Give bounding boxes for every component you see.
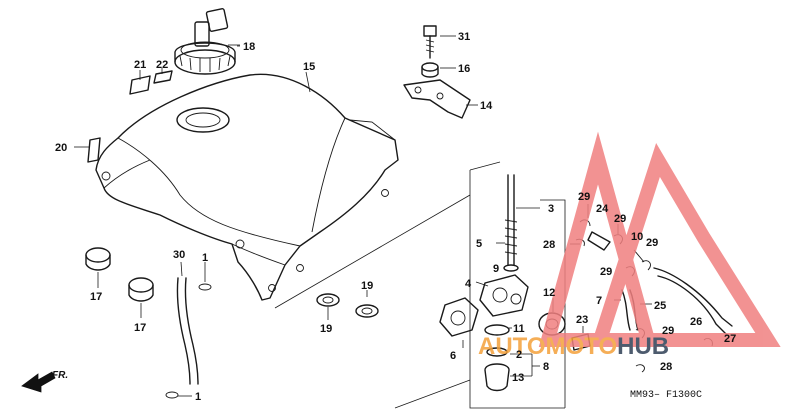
callout-26: 26 <box>690 316 702 328</box>
callout-30: 30 <box>173 249 185 261</box>
callout-6: 6 <box>450 350 456 362</box>
fuel-filler-cap <box>174 8 240 75</box>
callout-1-lower: 1 <box>195 391 201 403</box>
tank-emblems <box>74 68 173 163</box>
callout-14: 14 <box>480 100 493 112</box>
callout-29-d: 29 <box>600 266 612 278</box>
callout-13: 13 <box>512 372 524 384</box>
callout-1-upper: 1 <box>202 252 208 264</box>
callout-23: 23 <box>576 314 588 326</box>
callout-20: 20 <box>55 142 67 154</box>
watermark-text-dark: HUB <box>617 333 669 360</box>
callout-18: 18 <box>243 41 255 53</box>
watermark-triangle-right <box>590 143 781 347</box>
callout-31: 31 <box>458 31 470 43</box>
fuel-valve-assembly <box>439 174 591 392</box>
grommets <box>85 247 154 318</box>
callout-4: 4 <box>465 278 472 290</box>
callout-10: 10 <box>631 231 643 243</box>
damper-rubbers <box>316 290 379 320</box>
callout-11: 11 <box>513 323 525 335</box>
callout-12: 12 <box>543 287 555 299</box>
front-direction-indicator: FR. <box>21 370 68 393</box>
callout-labels: 18 21 22 15 20 31 16 14 3 5 9 4 17 17 30… <box>55 31 736 403</box>
callout-21: 21 <box>134 59 146 71</box>
drawing-code: MM93– F1300C <box>630 390 702 401</box>
callout-8: 8 <box>543 361 549 373</box>
callout-29-b: 29 <box>614 213 626 225</box>
mounting-hardware <box>403 25 478 119</box>
fuel-tank <box>95 73 399 301</box>
callout-22: 22 <box>156 59 168 71</box>
callout-25: 25 <box>654 300 666 312</box>
front-arrow-icon <box>21 371 56 393</box>
callout-15: 15 <box>303 61 315 73</box>
callout-2: 2 <box>516 349 522 361</box>
callout-5: 5 <box>476 238 482 250</box>
callout-17-lower: 17 <box>134 322 146 334</box>
callout-9: 9 <box>493 263 499 275</box>
callout-17-upper: 17 <box>90 291 102 303</box>
watermark-text: AUTOMOTOHUB <box>478 333 669 360</box>
watermark-text-accent: AUTOMOTO <box>478 333 617 360</box>
callout-29-e: 29 <box>662 325 674 337</box>
callout-3: 3 <box>548 203 554 215</box>
callout-28-upper: 28 <box>543 239 555 251</box>
callout-19-left: 19 <box>320 323 332 335</box>
callout-29-c: 29 <box>646 237 658 249</box>
callout-19-right: 19 <box>361 280 373 292</box>
fuel-hose <box>165 261 212 399</box>
front-direction-label: FR. <box>52 370 68 381</box>
callout-24: 24 <box>596 203 609 215</box>
callout-28-lower: 28 <box>660 361 672 373</box>
fuel-lines-and-clips <box>570 204 733 373</box>
callout-29-a: 29 <box>578 191 590 203</box>
automotohub-watermark: AUTOMOTOHUB <box>478 131 781 360</box>
callout-16: 16 <box>458 63 470 75</box>
callout-7: 7 <box>596 295 602 307</box>
callout-27: 27 <box>724 333 736 345</box>
